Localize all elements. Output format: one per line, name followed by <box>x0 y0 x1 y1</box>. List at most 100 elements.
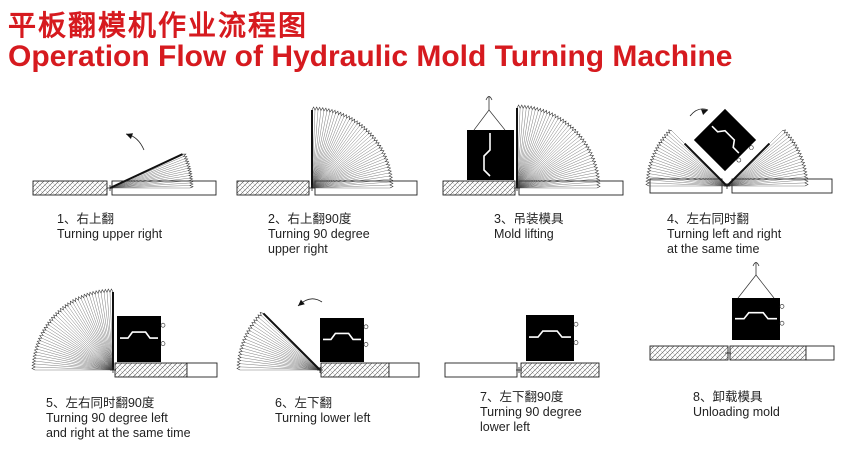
step-2-caption: 2、右上翻90度 Turning 90 degree upper right <box>268 212 370 257</box>
left-plate <box>683 142 728 187</box>
hatched-table <box>442 180 516 196</box>
lifting-sling <box>737 274 775 299</box>
step-7-cn: 7、左下翻90度 <box>480 390 564 404</box>
crane-hook <box>752 262 760 275</box>
step-5-en-1: Turning 90 degree left <box>46 411 168 425</box>
table-plate <box>444 362 518 378</box>
mold-lug <box>573 340 579 345</box>
step-1-en: Turning upper right <box>57 227 163 241</box>
hatched-table <box>649 345 729 361</box>
mold-block <box>117 316 166 362</box>
table-plate <box>805 345 835 361</box>
fan-arc <box>311 106 394 189</box>
pivot-mark <box>309 185 315 191</box>
step-4-en-1: Turning left and right <box>667 227 782 241</box>
arrow-head <box>701 109 708 115</box>
mold-parting-line <box>711 125 740 154</box>
step-8-caption: 8、卸载模具 Unloading mold <box>693 390 780 420</box>
stage-8-unloading-mold <box>649 262 835 361</box>
pivot-mark <box>107 185 113 191</box>
step-2-en-2: upper right <box>268 242 328 256</box>
mold-lug <box>363 342 369 347</box>
turning-plate <box>262 312 321 371</box>
hatched-table <box>729 345 807 361</box>
fan-lines <box>516 108 597 189</box>
hatched-table <box>320 362 390 378</box>
arrow-head <box>126 133 133 139</box>
fan-lines <box>311 110 390 189</box>
step-5-caption: 5、左右同时翻90度 Turning 90 degree left and ri… <box>46 396 191 441</box>
mold-lug <box>363 324 369 330</box>
stage-7-turning-90-lower-left <box>444 315 600 378</box>
title-chinese: 平板翻模机作业流程图 <box>8 9 309 42</box>
right-plate <box>726 142 771 187</box>
stage-2-turning-90-upper-right <box>236 106 418 196</box>
mold-block <box>320 318 369 362</box>
hatched-table <box>520 362 600 378</box>
pivot-mark <box>110 367 116 373</box>
fan-arc <box>31 288 114 371</box>
stage-5-turning-90-left-right <box>31 288 218 378</box>
step-6-cn: 6、左下翻 <box>275 396 332 410</box>
mold-parting-line <box>529 330 571 338</box>
mold-lug <box>573 321 579 327</box>
table-plate <box>388 362 420 378</box>
step-5-cn: 5、左右同时翻90度 <box>46 396 155 410</box>
step-3-caption: 3、吊装模具 Mold lifting <box>494 212 563 242</box>
step-3-cn: 3、吊装模具 <box>494 212 564 226</box>
step-4-en-2: at the same time <box>667 242 760 256</box>
mold-lug <box>160 341 166 346</box>
fan-arc <box>782 129 809 187</box>
step-2-en-1: Turning 90 degree <box>268 227 370 241</box>
table-plate <box>186 362 218 378</box>
pivot-mark <box>514 185 520 191</box>
step-6-caption: 6、左下翻 Turning lower left <box>275 396 370 426</box>
title-english: Operation Flow of Hydraulic Mold Turning… <box>8 40 733 73</box>
fan-arc <box>236 312 264 371</box>
step-3-en: Mold lifting <box>494 227 554 241</box>
hatched-table <box>114 362 188 378</box>
step-8-en: Unloading mold <box>693 405 780 419</box>
arrow-head <box>298 299 305 306</box>
fan-lines <box>240 313 321 371</box>
step-4-cn: 4、左右同时翻 <box>667 212 749 226</box>
hatched-table <box>236 180 310 196</box>
step-7-en-1: Turning 90 degree <box>480 405 582 419</box>
step-1-cn: 1、右上翻 <box>57 212 114 226</box>
turning-plate <box>109 153 183 189</box>
mold-block <box>526 315 579 361</box>
mold-lug <box>779 304 785 309</box>
step-7-en-2: lower left <box>480 420 531 434</box>
rotation-arrow <box>689 108 709 117</box>
pivot-mark <box>317 367 323 373</box>
mold-lug <box>736 157 742 163</box>
lifting-sling <box>473 109 506 131</box>
mold-lug <box>160 322 166 328</box>
fan-lines <box>109 154 191 189</box>
mold-parting-line <box>735 311 777 320</box>
step-1-caption: 1、右上翻 Turning upper right <box>57 212 162 242</box>
step-5-en-2: and right at the same time <box>46 426 191 440</box>
step-8-cn: 8、卸载模具 <box>693 390 763 404</box>
fan-lines <box>35 292 114 371</box>
crane-hook <box>485 96 493 110</box>
step-6-en: Turning lower left <box>275 411 371 425</box>
mold-lug <box>779 320 785 326</box>
fan-arc <box>516 104 601 189</box>
stage-4-turning-left-right <box>645 108 833 194</box>
mold-lug <box>749 145 754 150</box>
pivot-mark <box>724 183 730 189</box>
mold-parting-line <box>120 331 158 339</box>
stage-3-mold-lifting <box>442 96 624 196</box>
step-4-caption: 4、左右同时翻 Turning left and right at the sa… <box>667 212 781 257</box>
mold-block <box>693 108 757 172</box>
mold-parting-line <box>483 133 491 177</box>
fan-arc <box>182 153 194 189</box>
stage-6-turning-lower-left <box>236 298 420 378</box>
pivot-mark <box>725 350 731 356</box>
mold-block <box>732 298 785 340</box>
step-2-cn: 2、右上翻90度 <box>268 212 352 226</box>
stage-1-turning-upper-right <box>32 133 217 196</box>
hatched-table <box>32 180 108 196</box>
